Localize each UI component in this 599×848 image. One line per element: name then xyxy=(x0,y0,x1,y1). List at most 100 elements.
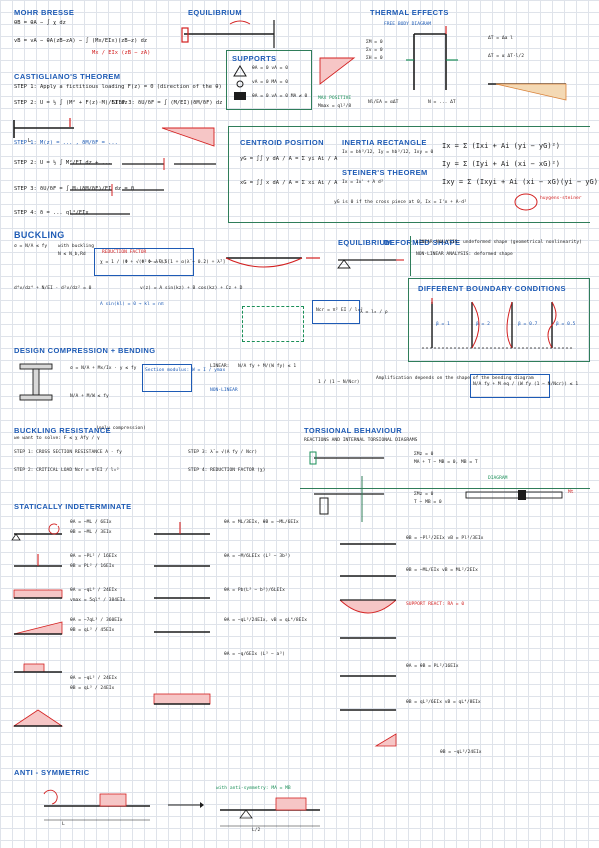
svg-text:L: L xyxy=(28,138,31,144)
mid-row-4: θA = −qL³/24EIx, vB = qL⁴/8EIx xyxy=(224,618,307,623)
mid-row-1: θA = ML/3EIx, θB = −ML/6EIx xyxy=(224,520,299,525)
design-note: Section modulus: W = I / ymax xyxy=(145,368,226,373)
right-row-6: θB = −qL³/24EIx xyxy=(440,750,482,755)
mohr-eq1: θB = θA − ∫ χ dz xyxy=(14,20,66,26)
thermal-r1: ΔT = Δα l xyxy=(488,36,513,41)
inertia-big1: Ix = Σ (Ixi + Ai (yi − yG)²) xyxy=(442,142,561,150)
case-3-theta: θA = −qL³ / 24EIx xyxy=(70,588,118,593)
right-row-2: θB = −ML/EIx vB = ML²/2EIx xyxy=(406,568,478,573)
torsion-divider xyxy=(300,488,590,490)
divider-centroid-bottom xyxy=(228,222,590,224)
thermal-r3: Nl/EA = αΔT xyxy=(368,100,399,105)
heading-buckling: BUCKLING xyxy=(14,230,65,240)
mid-row-5: θA = −q/6EIx (L³ − a³) xyxy=(224,652,285,657)
heading-equilibrium-top: EQUILIBRIUM xyxy=(188,8,242,17)
boundary-case-2: β = 2 xyxy=(476,322,490,327)
mohr-eq2: vB = vA − θA(zB−zA) − ∫ (Mx/EIx)(zB−z) d… xyxy=(14,38,148,44)
design-linear: LINEAR: xyxy=(210,364,230,369)
torsion-e4: T − MB = 0 xyxy=(414,500,442,505)
heading-inertia: INERTIA RECTANGLE xyxy=(342,138,427,147)
inertia-big3: Ixy = Σ (Ixyi + Ai (xi − xG)(yi − yG)) xyxy=(442,178,599,186)
heading-antisym: ANTI - SYMMETRIC xyxy=(14,768,90,777)
right-row-4: θA = θB = PL²/16EIx xyxy=(406,664,459,669)
equilibrium-sketch xyxy=(337,259,404,269)
buckling-lambda: λ = l₀ / ρ xyxy=(360,310,388,315)
mohr-eq3: Mx / EIx (zB − zA) xyxy=(92,50,151,56)
castigliano-step-row-3: STEP 3: δU/δF = ∫ M·(δM/δF)/EI dz = 0 xyxy=(14,186,135,192)
thermal-r2: ΔT = α ΔT·l/2 xyxy=(488,54,524,59)
reduction-factor-box xyxy=(94,248,194,276)
case-4-v: θB = qL³ / 45EIx xyxy=(70,628,115,633)
heading-deformed: DEFORMED SHAPE xyxy=(384,238,461,247)
resistance-s1: STEP 1: CROSS SECTION RESISTANCE A · fy xyxy=(14,450,122,455)
divider-centroid-left xyxy=(228,126,230,222)
steiner-highlight-circle xyxy=(514,193,538,211)
case-2-theta: θA = −PL² / 16EIx xyxy=(70,554,118,559)
centroid-yg: yG = ∫∫ y dA / A = Σ yi Ai / A xyxy=(240,156,338,162)
buckling-chi: χ = 1 / (Φ + √(Φ² − λ̄²)) xyxy=(100,260,167,265)
inertia-big2: Iy = Σ (Iyi + Ai (xi − xG)²) xyxy=(442,160,561,168)
torsion-mt: Mt xyxy=(568,490,574,495)
design-eq1: σ = N/A + Mx/Ix · y ≤ fy xyxy=(70,366,137,371)
buckled-beam-sketch xyxy=(225,257,320,268)
case-5-theta: θA = −qL³ / 24EIx xyxy=(70,676,118,681)
boundary-box xyxy=(408,278,590,362)
case-2-v: θB = PL² / 16EIx xyxy=(70,564,115,569)
buckling-nonlinear: NON-LINEAR ANALYSIS: deformed shape xyxy=(416,252,513,257)
heading-thermal: THERMAL EFFECTS xyxy=(370,8,449,17)
buckling-sol: A sin(kl) = 0 → kl = nπ xyxy=(100,302,164,307)
heading-castigliano: CASTIGLIANO'S THEOREM xyxy=(14,72,121,81)
heading-equilibrium: EQUILIBRIUM xyxy=(338,238,392,247)
cantilever-sketch: L xyxy=(13,118,74,144)
boundary-columns xyxy=(422,298,572,349)
heading-boundary: DIFFERENT BOUNDARY CONDITIONS xyxy=(418,284,566,293)
antisym-right-sketch xyxy=(220,797,320,827)
centroid-xg: xG = ∫∫ x dA / A = Σ xi Ai / A xyxy=(240,180,338,186)
case-5-v: θB = qL³ / 24EIx xyxy=(70,686,115,691)
case-4-theta: θA = −7qL³ / 360EIx xyxy=(70,618,123,623)
design-nonlin: NON-LINEAR xyxy=(210,388,238,393)
thermal-r4: N = ... ΔT xyxy=(428,100,456,105)
torsion-diagram xyxy=(465,490,563,500)
right-row-1: θB = −Pl²/2EIx vB = Pl³/3EIx xyxy=(406,536,484,541)
indeterminate-left-beams xyxy=(11,523,64,727)
heading-centroid: CENTROID POSITION xyxy=(240,138,324,147)
supports-note: MAX POSITIVE xyxy=(318,96,352,101)
design-final-box xyxy=(470,374,550,398)
buckling-deq1: d⁴v/dz⁴ + N/EI · d²v/dz² = 0 xyxy=(14,286,92,291)
torsion-sub: REACTIONS AND INTERNAL TORSIONAL DIAGRAM… xyxy=(304,438,418,443)
torsion-e2: MA + T − MB = 0, MB = T xyxy=(414,460,478,465)
design-lin-eq: N/A fy + M/(W fy) ≤ 1 xyxy=(238,364,297,369)
equilibrium-beam-sketch xyxy=(181,20,275,48)
supports-box xyxy=(226,50,312,110)
triangle-diagram xyxy=(161,127,215,147)
heading-resistance: BUCKLING RESISTANCE xyxy=(14,426,112,435)
castigliano-step-row-4: STEP 4: δ = ... ql⁴/EIx xyxy=(14,210,89,216)
resistance-s3: STEP 3: λ̄ = √(A fy / Ncr) xyxy=(188,450,258,455)
thermal-label: FREE BODY DIAGRAM xyxy=(384,22,432,27)
resistance-s2: STEP 2: CRITICAL LOAD Ncr = π²EI / l₀² xyxy=(14,468,120,473)
torsion-tag: DIAGRAM xyxy=(488,476,508,481)
antisym-note: with anti-symmetry: MA = MB xyxy=(216,786,291,791)
buckling-factor: REDUCTION FACTOR xyxy=(102,250,147,255)
design-amp: 1 / (1 − N/Ncr) xyxy=(318,380,360,385)
castigliano-step-row-1: STEP 1: M(z) = ... , δM/δF = ... xyxy=(14,140,118,146)
castigliano-step1: STEP 1: Apply a fictitious loading F(z) … xyxy=(14,84,222,90)
supports-row-1: θA = 0 vA = 0 xyxy=(252,66,288,71)
ncr-box xyxy=(312,300,360,324)
right-row-3: SUPPORT REACT: RA = 0 xyxy=(406,602,465,607)
castigliano-step2: STEP 2: U = ½ ∫ (M² + F(z)·M)/EI dz xyxy=(14,100,128,106)
antisym-l2: L/2 xyxy=(252,828,261,833)
design-eq2: N/A + M/W ≤ fy xyxy=(70,394,109,399)
buckling-phi: Φ = 0.5[1 + α(λ̄ − 0.2) + λ̄²] xyxy=(148,260,226,265)
case-3-v: vmax = 5ql⁴ / 384EIx xyxy=(70,598,126,603)
boundary-case-3: β = 0.7 xyxy=(518,322,538,327)
mid-row-2: θA = −M/6LEIx (L² − 3b²) xyxy=(224,554,291,559)
design-note2: Amplification depends on the shape of th… xyxy=(376,376,534,381)
heading-supports: SUPPORTS xyxy=(232,54,277,63)
i-section-sketch xyxy=(19,363,53,401)
antisym-arrow xyxy=(168,802,204,808)
support-symbols xyxy=(233,65,247,100)
case-1-v: θB = −ML / 3EIx xyxy=(70,530,112,535)
heading-steiner: STEINER'S THEOREM xyxy=(342,168,428,177)
